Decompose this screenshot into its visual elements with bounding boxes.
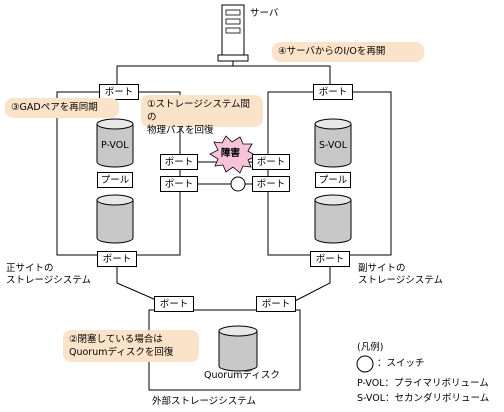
pvol-cylinder [96,118,134,168]
port-external-2: ポート [256,296,296,312]
secondary-site-label-2: ストレージシステム [358,275,444,286]
port-external-1: ポート [154,296,194,312]
callout-step1: ①ストレージシステム間の 物理パスを回復 [141,95,263,136]
pvol-label: P-VOL [101,140,129,151]
legend-svol: S-VOL：セカンダリボリューム [357,393,490,404]
switch-icon [230,176,246,192]
quorum-disk-label: Quorumディスク [204,370,280,381]
callout-step3: ③GADペアを再同期 [5,98,119,118]
legend-title: (凡例) [357,342,384,353]
primary-site-label-2: ストレージシステム [6,275,92,286]
server-label: サーバ [250,8,279,19]
quorum-cylinder [218,325,258,372]
port-primary-link1: ポート [160,154,198,170]
failure-label: 障害 [221,148,241,159]
step2-text-1: ②閉塞している場合は [69,334,163,345]
secondary-site-label-1: 副サイトの [358,263,406,274]
port-primary-link2: ポート [160,176,198,192]
failure-burst [209,135,257,174]
step4-text: ④サーバからのI/Oを再開 [278,46,386,57]
primary-pool-cylinder [96,194,134,244]
secondary-pool-cylinder [314,194,352,244]
legend-switch-icon [356,355,374,373]
step1-text-2: 物理パスを回復 [147,125,214,136]
primary-site-label-1: 正サイトの [6,263,54,274]
legend-switch-text: ：スイッチ [377,358,425,369]
port-primary-external: ポート [97,251,137,267]
legend-pvol: P-VOL：プライマリボリューム [357,378,489,389]
server-icon [217,4,249,62]
port-secondary-external: ポート [310,251,350,267]
svol-cylinder [314,118,352,168]
svol-label: S-VOL [319,140,348,151]
callout-step4: ④サーバからのI/Oを再開 [272,42,424,62]
pool-secondary: プール [315,172,351,188]
port-primary-host: ポート [99,84,139,100]
port-secondary-link1: ポート [252,154,290,170]
callout-step2: ②閉塞している場合は Quorumディスクを回復 [63,330,199,362]
step2-text-2: Quorumディスクを回復 [69,347,174,358]
step3-text: ③GADペアを再同期 [11,102,98,113]
pool-primary: プール [97,172,133,188]
port-secondary-host: ポート [313,84,353,100]
external-storage-label: 外部ストレージシステム [152,396,257,407]
step1-text-1: ①ストレージシステム間の [147,99,251,123]
port-secondary-link2: ポート [252,176,290,192]
